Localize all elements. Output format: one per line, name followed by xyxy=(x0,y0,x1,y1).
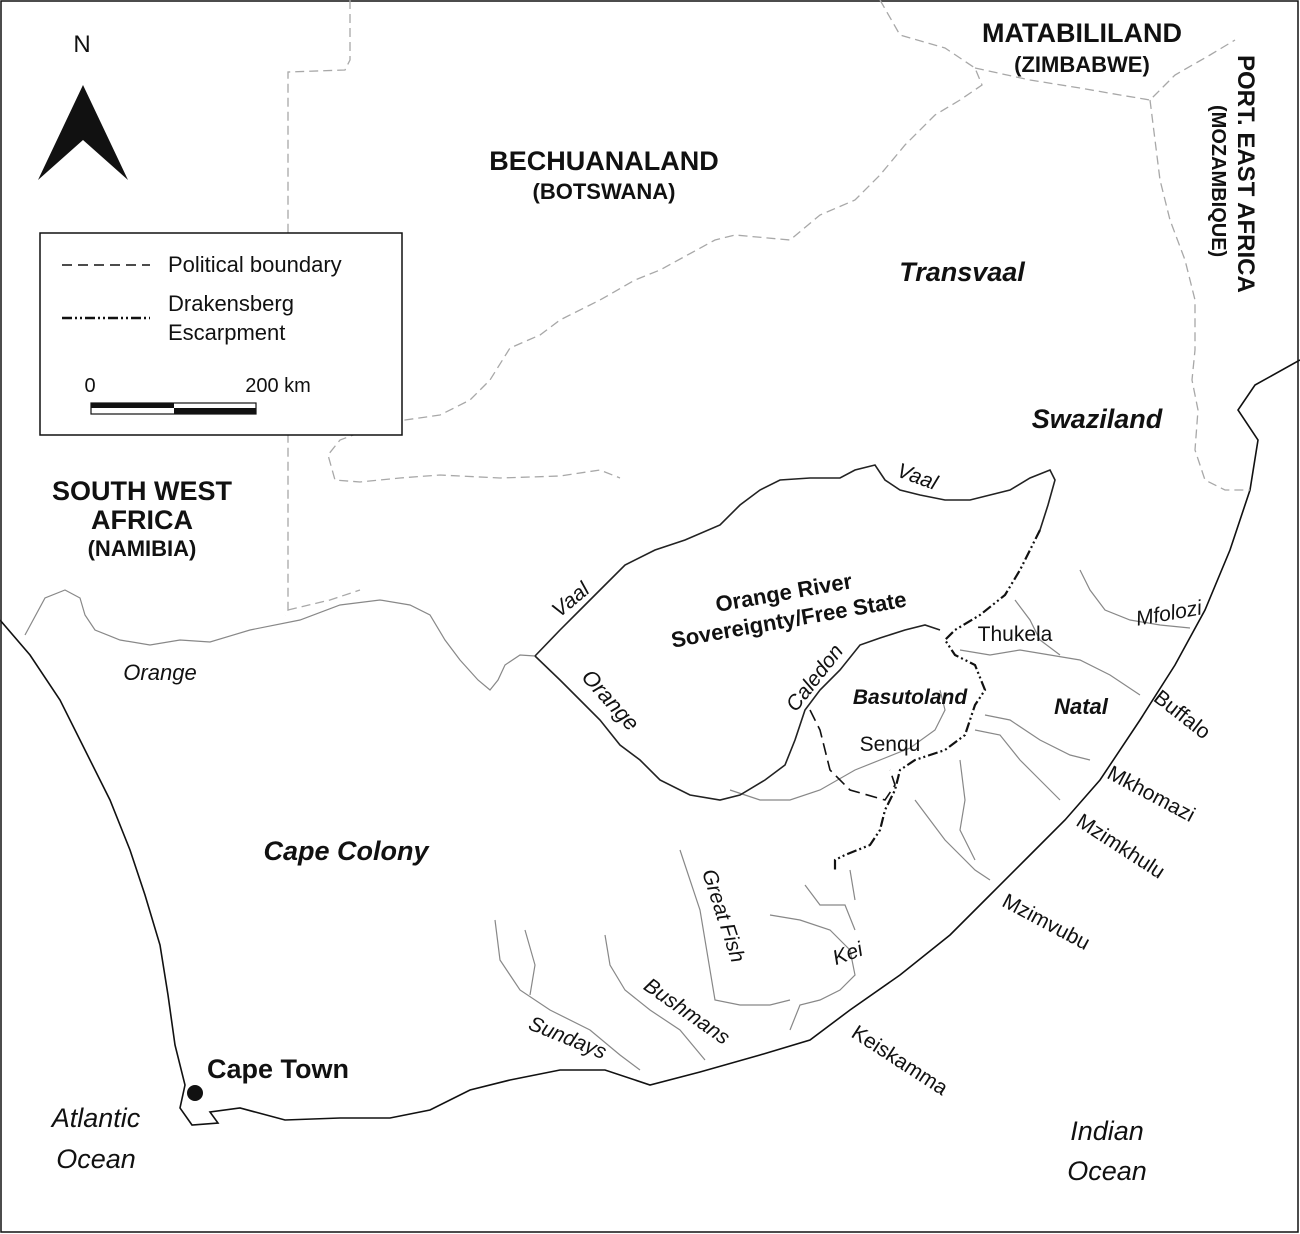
label-river-keiskamma: Keiskamma xyxy=(847,1021,952,1100)
legend-box xyxy=(39,232,403,436)
label-south-west-africa-2: AFRICA xyxy=(91,505,193,535)
river-mfolozi xyxy=(1079,569,1191,629)
river-mzimkhulu xyxy=(974,729,1061,801)
river-great-fish xyxy=(679,849,791,1006)
label-bechuanaland: BECHUANALAND xyxy=(489,146,719,176)
label-south-west-africa-sub: (NAMIBIA) xyxy=(88,536,197,561)
river-vaal xyxy=(534,464,1056,657)
label-atlantic-2: Ocean xyxy=(56,1144,136,1174)
cape-town-marker xyxy=(187,1085,203,1101)
boundary-namibia xyxy=(284,0,351,616)
label-basutoland: Basutoland xyxy=(853,686,969,709)
label-natal: Natal xyxy=(1054,694,1109,719)
scale-end-label: 200 km xyxy=(245,375,311,397)
river-orange-west xyxy=(24,589,536,691)
boundary-mozambique xyxy=(1149,99,1250,491)
river-sundays-branch xyxy=(524,929,536,996)
boundary-botswana-south xyxy=(287,589,361,611)
label-matabililand-sub: (ZIMBABWE) xyxy=(1014,52,1150,77)
label-river-fish: Fish xyxy=(715,921,749,966)
label-south-west-africa-1: SOUTH WEST xyxy=(52,476,233,506)
river-orange-central xyxy=(534,624,941,801)
coastline xyxy=(0,359,1300,1126)
scale-bar-segment-1 xyxy=(91,403,174,408)
label-cape-colony: Cape Colony xyxy=(263,836,430,866)
boundary-zimbabwe xyxy=(974,39,1236,101)
label-swaziland: Swaziland xyxy=(1032,404,1163,434)
label-river-vaal-west: Vaal xyxy=(548,577,595,622)
boundary-basutoland xyxy=(809,709,896,801)
label-cape-town: Cape Town xyxy=(207,1054,349,1084)
river-bushmans xyxy=(604,934,706,1061)
label-port-east-africa-sub: (MOZAMBIQUE) xyxy=(1207,105,1229,257)
legend-political-boundary: Political boundary xyxy=(168,252,342,277)
label-indian-2: Ocean xyxy=(1067,1156,1147,1186)
label-atlantic-1: Atlantic xyxy=(50,1103,141,1133)
river-sundays xyxy=(494,919,641,1071)
label-river-buffalo: Buffalo xyxy=(1149,686,1214,744)
label-river-orange-west: Orange xyxy=(123,660,196,685)
label-transvaal: Transvaal xyxy=(899,257,1025,287)
drakensberg-escarpment xyxy=(833,529,1041,870)
label-river-orange-central: Orange xyxy=(577,664,645,735)
legend: Political boundary Drakensberg Escarpmen… xyxy=(39,232,403,436)
river-kei-upper xyxy=(804,869,856,931)
river-mzimvubu-upper xyxy=(959,759,976,861)
north-arrow xyxy=(38,85,128,180)
legend-escarpment-line2: Escarpment xyxy=(168,320,285,345)
north-label: N xyxy=(73,31,90,58)
river-senqu xyxy=(729,689,946,801)
label-river-kei: Kei xyxy=(830,937,868,969)
label-river-thukela: Thukela xyxy=(978,623,1053,646)
river-thukela xyxy=(959,649,1141,696)
label-matabililand: MATABILILAND xyxy=(982,18,1182,48)
label-river-great: Great xyxy=(697,866,735,924)
label-river-mzimvubu: Mzimvubu xyxy=(998,890,1093,955)
label-bechuanaland-sub: (BOTSWANA) xyxy=(533,179,676,204)
label-river-senqu: Senqu xyxy=(860,733,921,756)
label-river-sundays: Sundays xyxy=(525,1012,610,1064)
label-river-mzimkhulu: Mzimkhulu xyxy=(1072,810,1169,884)
river-mzimvubu xyxy=(914,799,991,881)
label-indian-1: Indian xyxy=(1070,1116,1144,1146)
label-port-east-africa: PORT. EAST AFRICA xyxy=(1232,55,1259,293)
river-kei xyxy=(769,914,856,1031)
label-river-mkhomazi: Mkhomazi xyxy=(1103,762,1198,827)
scale-start-label: 0 xyxy=(84,375,95,397)
scale-bar-segment-2 xyxy=(174,408,256,414)
legend-escarpment-line1: Drakensberg xyxy=(168,291,294,316)
river-mkhomazi xyxy=(984,714,1091,761)
river-buffalo xyxy=(1014,599,1061,656)
boundary-transvaal xyxy=(327,0,983,483)
label-river-caledon: Caledon xyxy=(782,640,848,716)
